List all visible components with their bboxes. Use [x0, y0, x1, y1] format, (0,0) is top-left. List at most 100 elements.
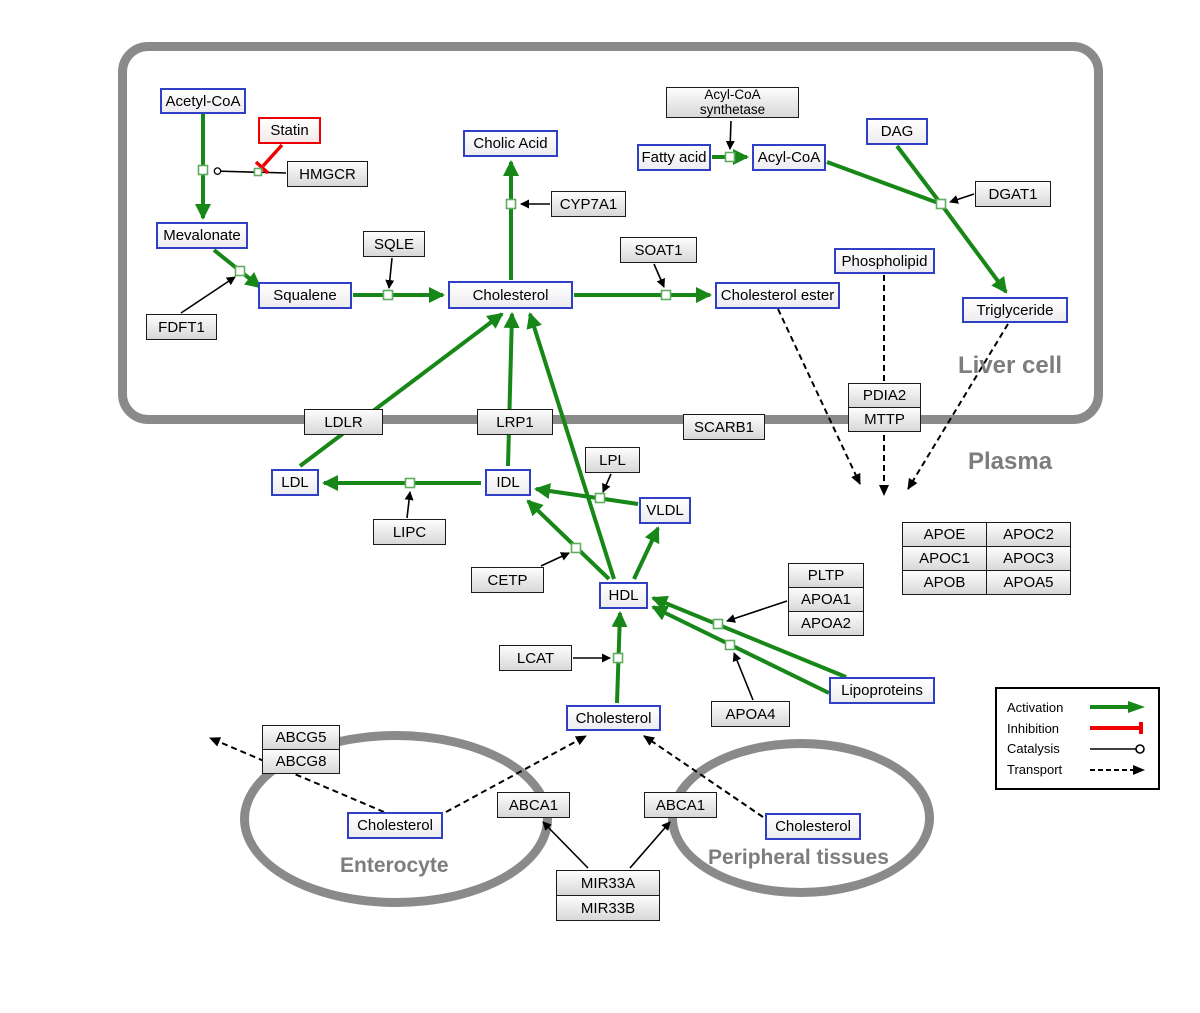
- edge-vldl-to-idl: [534, 483, 639, 506]
- inhibition-tbar-symbol: [1090, 722, 1143, 735]
- node-scarb1[interactable]: SCARB1: [683, 414, 765, 440]
- node-mir33a[interactable]: MIR33A: [556, 870, 660, 896]
- node-abca1-enterocyte[interactable]: ABCA1: [497, 792, 570, 818]
- peripheral-tissues-membrane: [668, 739, 934, 897]
- node-apoc1[interactable]: APOC1: [902, 546, 987, 571]
- edge-lipoproteins-to-hdl-upper: [651, 595, 847, 679]
- node-lpl[interactable]: LPL: [585, 447, 640, 473]
- edge-junction-to-triglyceride: [939, 202, 1008, 294]
- reaction-node-soat1: [660, 289, 672, 301]
- edge-pltp-apoa-catalysis: [726, 600, 788, 623]
- transport-cholesterol-abcg-export: [209, 737, 385, 813]
- node-apoa4[interactable]: APOA4: [711, 701, 790, 727]
- edge-acylcoa-to-dgat1-junction: [826, 160, 942, 206]
- statin-inhibition-tbar: [254, 160, 270, 175]
- node-apoe[interactable]: APOE: [902, 522, 987, 547]
- transport-triglyceride-to-plasma: [907, 323, 1009, 490]
- legend-catalysis: Catalysis: [1007, 739, 1148, 760]
- node-abca1-peripheral[interactable]: ABCA1: [644, 792, 717, 818]
- node-dgat1[interactable]: DGAT1: [975, 181, 1051, 207]
- node-lipoproteins[interactable]: Lipoproteins: [829, 677, 935, 704]
- legend-activation-label: Activation: [1007, 699, 1064, 715]
- edge-sqle-catalysis: [385, 257, 395, 289]
- edge-fdft1-catalysis: [180, 276, 236, 314]
- anchor-statin: [253, 167, 263, 177]
- node-cholesterol-enterocyte[interactable]: Cholesterol: [347, 812, 443, 839]
- node-hmgcr[interactable]: HMGCR: [287, 161, 368, 187]
- node-sqle[interactable]: SQLE: [363, 231, 425, 257]
- node-statin[interactable]: Statin: [258, 117, 321, 144]
- edge-soat1-catalysis: [653, 263, 665, 288]
- reaction-node-cetp: [570, 542, 582, 554]
- node-lrp1[interactable]: LRP1: [477, 409, 553, 435]
- node-hdl[interactable]: HDL: [599, 582, 648, 609]
- node-cholesterol-plasma[interactable]: Cholesterol: [566, 705, 661, 731]
- edge-lipc-catalysis: [404, 491, 414, 519]
- legend-activation: Activation: [1007, 697, 1148, 718]
- node-idl[interactable]: IDL: [485, 469, 531, 496]
- node-ldlr[interactable]: LDLR: [304, 409, 383, 435]
- legend-transport-label: Transport: [1007, 762, 1063, 778]
- node-lipc[interactable]: LIPC: [373, 519, 446, 545]
- node-apoc3[interactable]: APOC3: [986, 546, 1071, 571]
- reaction-node-sqle: [382, 289, 394, 301]
- reaction-node-dgat1: [935, 198, 947, 210]
- legend: Activation Inhibition Catalysis Transpor…: [995, 687, 1160, 790]
- enterocyte-label: Enterocyte: [340, 854, 449, 877]
- edge-hdl-to-vldl: [632, 526, 660, 580]
- node-squalene[interactable]: Squalene: [258, 282, 352, 309]
- node-apoa2[interactable]: APOA2: [788, 611, 864, 636]
- acyl-coa-synthetase-line2: synthetase: [699, 101, 766, 117]
- node-cholesterol-peripheral[interactable]: Cholesterol: [765, 813, 861, 840]
- edge-mir33-to-abca1-enterocyte: [542, 821, 589, 869]
- node-cetp[interactable]: CETP: [471, 567, 544, 593]
- node-cholesterol-ester[interactable]: Cholesterol ester: [715, 282, 840, 309]
- node-dag[interactable]: DAG: [866, 118, 928, 145]
- node-mttp[interactable]: MTTP: [848, 407, 921, 432]
- node-apoc2[interactable]: APOC2: [986, 522, 1071, 547]
- node-apoa5[interactable]: APOA5: [986, 570, 1071, 595]
- node-cholesterol-liver[interactable]: Cholesterol: [448, 281, 573, 309]
- liver-cell-label: Liver cell: [958, 352, 1063, 379]
- node-vldl[interactable]: VLDL: [639, 497, 691, 524]
- node-apoa1[interactable]: APOA1: [788, 587, 864, 612]
- node-mir33b[interactable]: MIR33B: [556, 895, 660, 921]
- peripheral-tissues-label: Peripheral tissues: [708, 846, 889, 869]
- node-apob[interactable]: APOB: [902, 570, 987, 595]
- node-triglyceride[interactable]: Triglyceride: [962, 297, 1068, 323]
- node-mevalonate[interactable]: Mevalonate: [156, 222, 248, 249]
- node-abcg8[interactable]: ABCG8: [262, 749, 340, 774]
- node-cyp7a1[interactable]: CYP7A1: [551, 191, 626, 217]
- transport-peripheral-cholesterol-to-plasma: [643, 735, 764, 818]
- edge-idl-to-cholesterol: [503, 312, 520, 467]
- reaction-node-cyp7a1: [505, 198, 517, 210]
- node-acyl-coa-synthetase[interactable]: Acyl-CoA synthetase: [666, 87, 799, 118]
- node-phospholipid[interactable]: Phospholipid: [834, 248, 935, 274]
- node-ldl[interactable]: LDL: [271, 469, 319, 496]
- node-pdia2[interactable]: PDIA2: [848, 383, 921, 408]
- enterocyte-membrane: [240, 731, 552, 907]
- node-soat1[interactable]: SOAT1: [620, 237, 697, 263]
- edge-dag-to-dgat1-junction: [895, 144, 943, 206]
- node-fatty-acid[interactable]: Fatty acid: [637, 144, 711, 171]
- catalysis-circle-symbol: [1090, 744, 1145, 754]
- node-fdft1[interactable]: FDFT1: [146, 314, 217, 340]
- node-abcg5[interactable]: ABCG5: [262, 725, 340, 750]
- edge-apoa4-catalysis: [732, 652, 754, 701]
- node-cholic-acid[interactable]: Cholic Acid: [463, 130, 558, 157]
- node-acyl-coa[interactable]: Acyl-CoA: [752, 144, 826, 171]
- legend-catalysis-label: Catalysis: [1007, 741, 1060, 757]
- reaction-node-lipc: [404, 477, 416, 489]
- edge-hdl-to-cholesterol: [526, 312, 616, 580]
- edge-dgat1-catalysis: [949, 193, 975, 204]
- activation-arrow-symbol: [1090, 701, 1145, 714]
- node-pltp[interactable]: PLTP: [788, 563, 864, 588]
- edge-acylcoa-synthetase-catalysis: [725, 120, 735, 150]
- edge-hdl-to-idl: [526, 499, 611, 581]
- legend-inhibition: Inhibition: [1007, 718, 1148, 739]
- reaction-node-lpl: [594, 492, 606, 504]
- edge-lpl-catalysis: [602, 473, 612, 493]
- node-lcat[interactable]: LCAT: [499, 645, 572, 671]
- node-acetyl-coa[interactable]: Acetyl-CoA: [160, 88, 246, 114]
